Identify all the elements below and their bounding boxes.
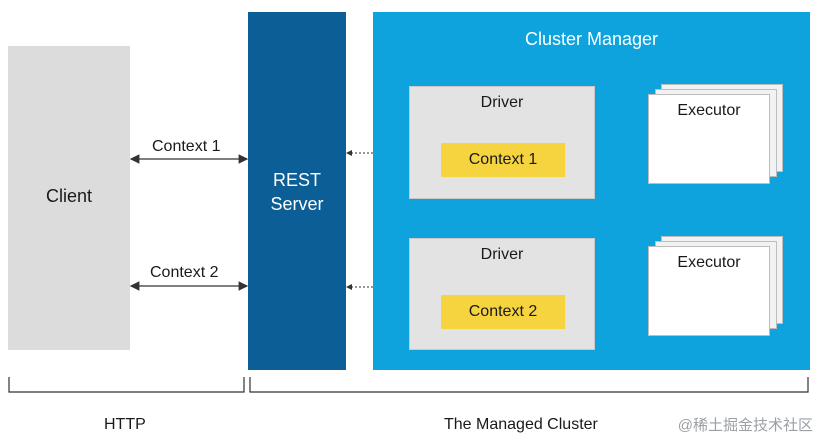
rest-server-label-line2: Server [270, 194, 324, 214]
watermark-text: @稀土掘金技术社区 [677, 417, 813, 434]
executor-box-1: Executor [648, 94, 770, 184]
rest-server-label: REST Server [248, 168, 346, 216]
executor-box-2: Executor [648, 246, 770, 336]
driver-label-1: Driver [480, 94, 524, 111]
driver-context-box-1: Context 1 [441, 143, 565, 177]
http-label: HTTP [104, 416, 146, 433]
executor-label-2: Executor [677, 254, 741, 271]
driver-context-box-2: Context 2 [441, 295, 565, 329]
rest-server-box: REST Server [248, 12, 346, 370]
client-label: Client [45, 186, 93, 206]
rest-server-label-line1: REST [272, 170, 321, 190]
driver-box-2: Driver Context 2 [409, 238, 595, 350]
bracket-managed-cluster [249, 377, 809, 393]
managed-cluster-label: The Managed Cluster [444, 416, 598, 433]
executor-label-1: Executor [677, 102, 741, 119]
bracket-http [8, 377, 245, 393]
context2-link-label: Context 2 [150, 264, 219, 281]
driver-label-2: Driver [480, 246, 524, 263]
cluster-manager-title: Cluster Manager [524, 29, 659, 49]
client-box: Client [8, 46, 130, 350]
context1-link-label: Context 1 [152, 138, 221, 155]
driver-box-1: Driver Context 1 [409, 86, 595, 199]
